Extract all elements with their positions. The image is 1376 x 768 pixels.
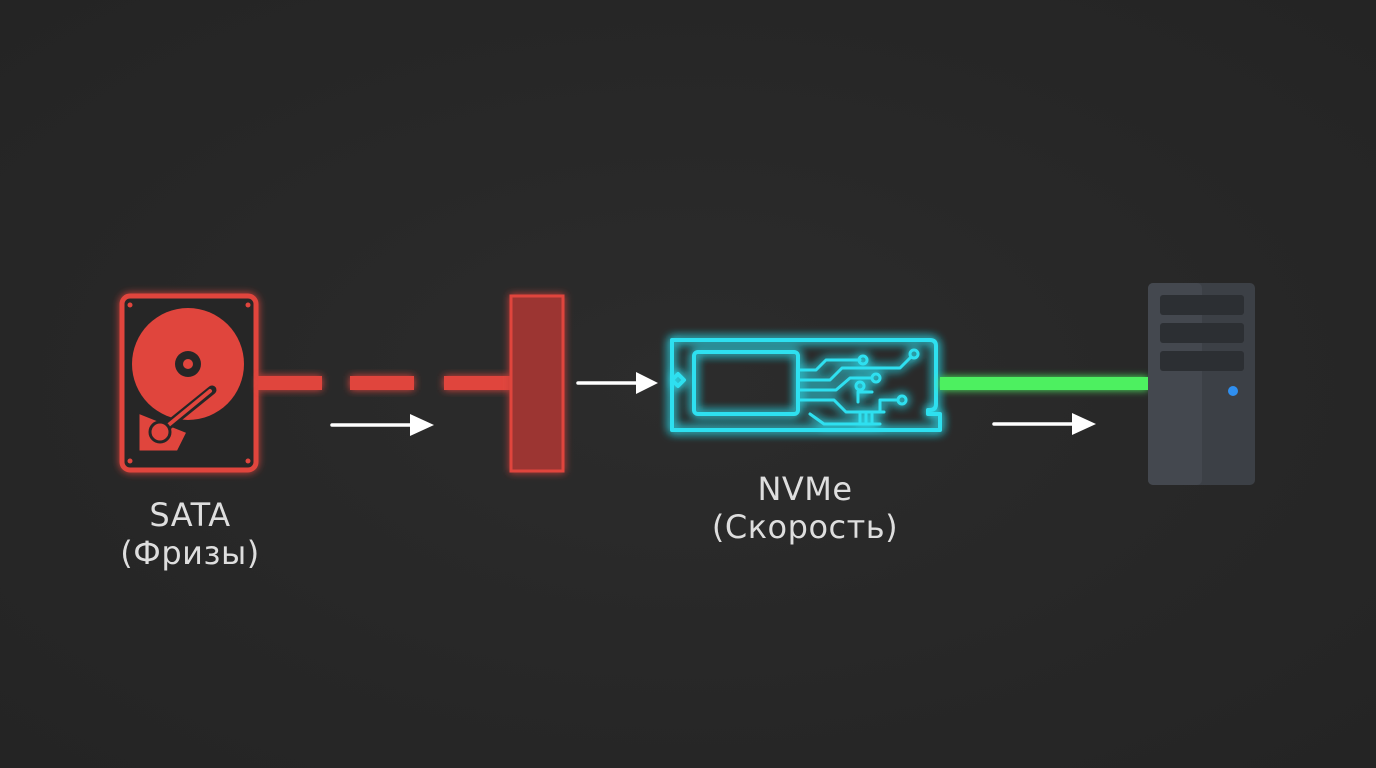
hard-drive-icon [119,293,259,473]
m2-ssd-icon [670,338,942,432]
computer-tower-icon [1148,283,1255,485]
nvme-title: NVMe [757,470,853,508]
arrow-right-icon [992,413,1096,435]
bottleneck-barrier [509,294,565,473]
sata-subtitle: (Фризы) [120,534,260,572]
sata-label: SATA (Фризы) [90,496,290,572]
nvme-fast-link [940,377,1148,390]
arrow-right-icon [330,414,434,436]
arrow-right-icon [576,372,658,394]
power-led-icon [1228,386,1238,396]
sata-title: SATA [149,496,231,534]
nvme-subtitle: (Скорость) [711,508,899,546]
sata-dashed-link [258,376,512,390]
nvme-label: NVMe (Скорость) [680,470,930,546]
